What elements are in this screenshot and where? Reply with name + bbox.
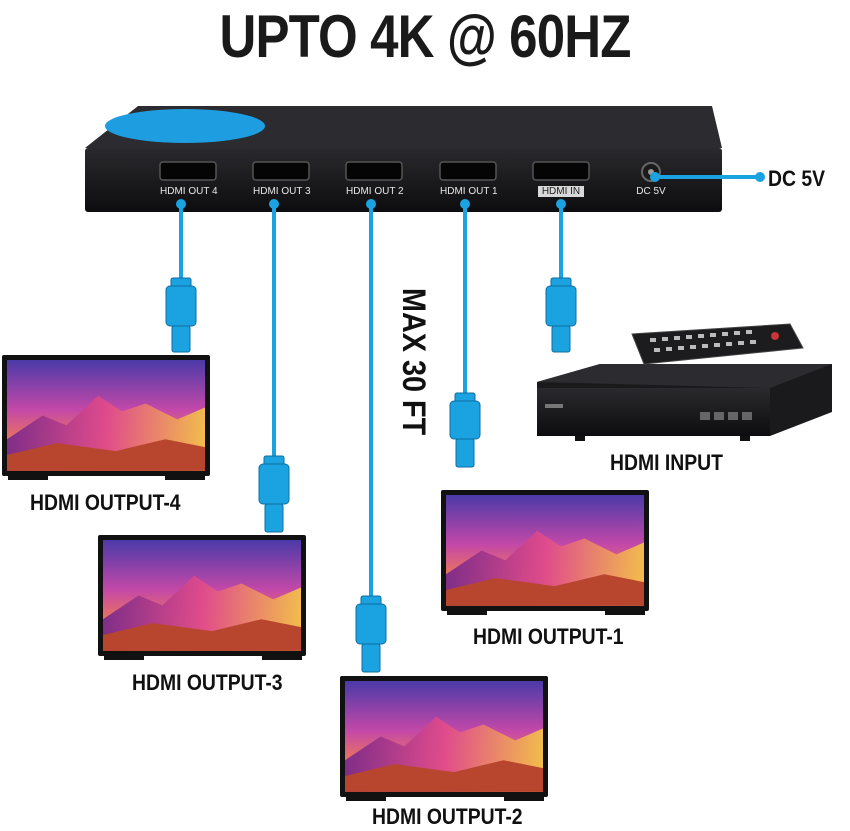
hdmi-output-2-label: HDMI OUTPUT-2 xyxy=(372,804,523,829)
hdmi-output-3-label: HDMI OUTPUT-3 xyxy=(132,670,283,695)
port-label-hdmi-out-2: HDMI OUT 2 xyxy=(346,186,404,197)
hdmi-cables xyxy=(179,175,760,598)
hdmi-output-1-label: HDMI OUTPUT-1 xyxy=(473,624,624,649)
port-label-hdmi-out-3: HDMI OUT 3 xyxy=(253,186,311,197)
tv-output-2-icon xyxy=(340,676,548,801)
hdmi-input-label: HDMI INPUT xyxy=(610,450,723,475)
remote-control-icon xyxy=(631,323,804,365)
port-label-dc-5v: DC 5V xyxy=(636,186,666,197)
port-label-hdmi-in: HDMI IN xyxy=(537,186,585,197)
max-length-label: MAX 30 FT xyxy=(396,288,432,436)
page-title: UPTO 4K @ 60HZ xyxy=(219,3,631,70)
hdmi-splitter xyxy=(85,106,722,212)
tv-output-4-icon xyxy=(2,355,210,480)
hdmi-output-4-label: HDMI OUTPUT-4 xyxy=(30,490,181,515)
tv-output-1-icon xyxy=(441,490,649,615)
dvd-player-icon xyxy=(537,364,832,441)
tv-output-3-icon xyxy=(98,535,306,660)
dc-power-label: DC 5V xyxy=(768,166,826,191)
port-label-hdmi-out-1: HDMI OUT 1 xyxy=(440,186,498,197)
port-label-hdmi-out-4: HDMI OUT 4 xyxy=(160,186,218,197)
hdmi-connector-icons xyxy=(165,277,577,673)
